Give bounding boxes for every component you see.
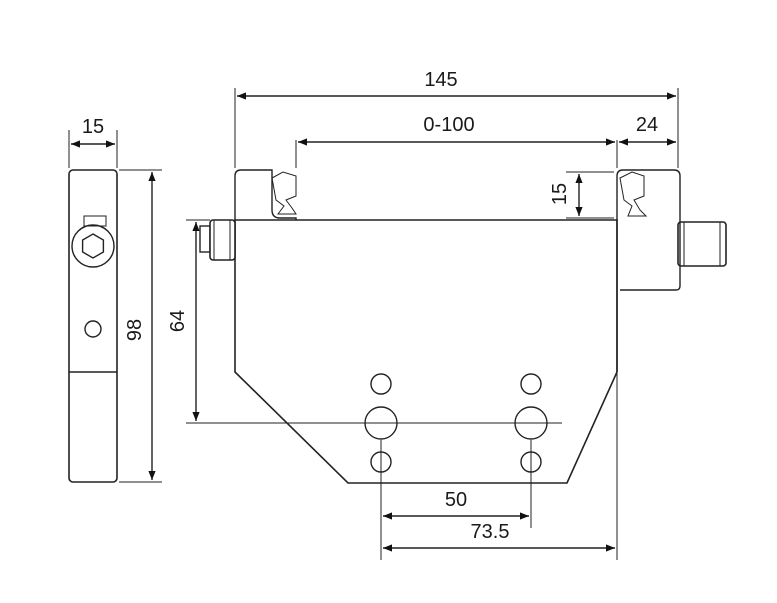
dim-label-travel-range: 0-100 bbox=[423, 114, 474, 136]
side-mounting-hole bbox=[84, 320, 102, 338]
front-view: 145 0-100 24 15 64 50 73.5 bbox=[167, 69, 727, 560]
left-clip-icon bbox=[271, 171, 297, 215]
right-jaw-outline bbox=[616, 169, 681, 291]
hole-upper-left bbox=[370, 373, 392, 395]
dim-label-jaw-offset: 24 bbox=[636, 114, 658, 136]
hole-upper-right bbox=[520, 373, 542, 395]
right-clip-icon bbox=[619, 171, 648, 217]
hex-socket-icon bbox=[81, 233, 105, 259]
side-view: 15 98 bbox=[68, 116, 162, 483]
side-bolt-cap bbox=[83, 215, 107, 227]
dim-label-hole-to-edge: 73.5 bbox=[471, 521, 510, 543]
dim-label-side-height: 98 bbox=[124, 319, 146, 341]
dim-label-overall-width: 145 bbox=[424, 69, 457, 91]
side-bolt-head bbox=[71, 224, 115, 268]
dim-label-hole-spacing: 50 bbox=[445, 489, 467, 511]
dim-label-body-height: 64 bbox=[167, 310, 189, 332]
side-body-outline bbox=[68, 169, 118, 483]
left-jaw-outline bbox=[234, 169, 297, 220]
dim-label-side-width: 15 bbox=[82, 116, 104, 138]
dim-label-jaw-height: 15 bbox=[549, 183, 571, 205]
adjuster-knob bbox=[677, 221, 727, 267]
left-bolt-nut bbox=[209, 219, 236, 261]
left-bolt-stem bbox=[199, 225, 211, 253]
main-body-outline bbox=[234, 219, 618, 484]
